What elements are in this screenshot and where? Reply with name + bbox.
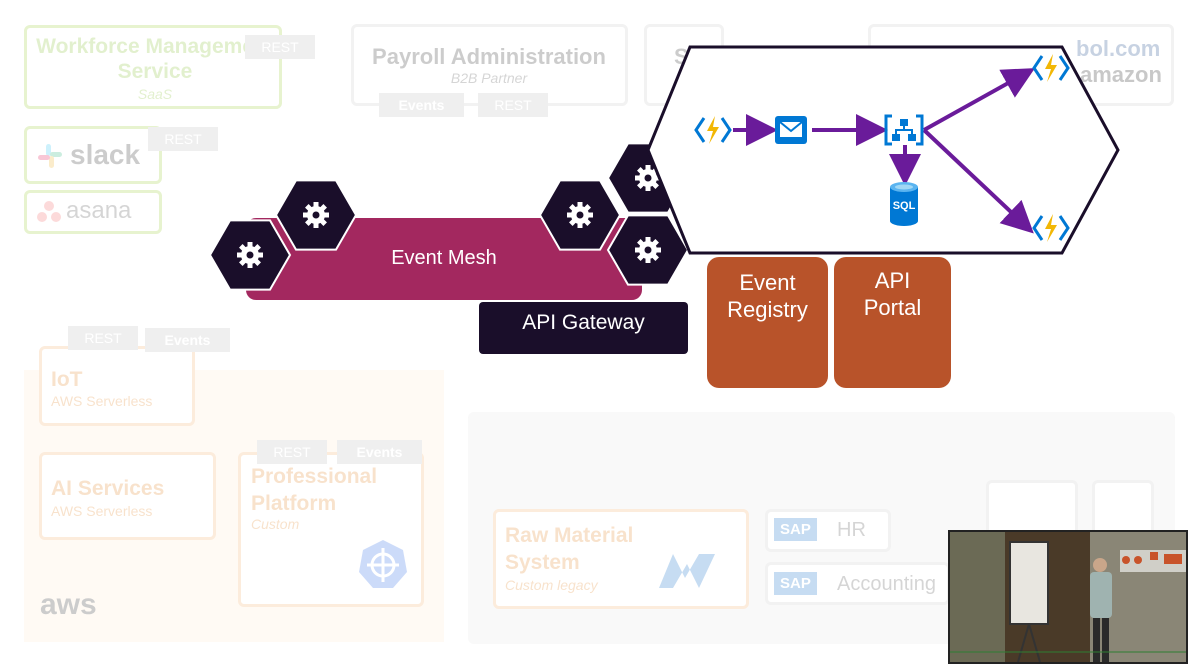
workforce-title: Workforce Management Service: [36, 35, 274, 83]
professional-title: Professional Platform: [251, 465, 378, 515]
professional-rest-tag: REST: [257, 440, 327, 464]
azure-function-icon-top: [1032, 54, 1070, 82]
flow-hex-container: [646, 45, 1120, 255]
asana-logo-icon: [37, 201, 61, 222]
iot-title: IoT: [51, 368, 83, 391]
workforce-subtitle: SaaS: [137, 86, 173, 102]
arrow-eventgrid-to-function-top: [923, 68, 1035, 132]
sap-hr-label: HR: [837, 519, 866, 541]
slack-logo-icon: [38, 144, 62, 168]
ai-title: AI Services: [51, 477, 165, 500]
payroll-title: Payroll Administration: [372, 44, 606, 69]
dotnet-icon: [659, 554, 715, 588]
kubernetes-icon: [359, 540, 407, 588]
payroll-subtitle: B2B Partner: [450, 70, 528, 86]
amazon-logo: amazon: [1080, 62, 1162, 87]
sql-label: SQL: [893, 200, 916, 212]
raw-material-title: Raw Material System: [505, 524, 634, 574]
raw-material-subtitle: Custom legacy: [505, 577, 598, 593]
sap-hr-logo: SAP: [774, 518, 817, 541]
speaker-video: [948, 530, 1188, 664]
aws-logo: aws: [40, 588, 97, 621]
aws-group-background: [24, 370, 444, 642]
iot-rest-tag: REST: [68, 326, 138, 350]
sap-hr-box: [765, 509, 891, 552]
payroll-events-tag: Events: [379, 93, 464, 117]
api-portal-label: API Portal: [863, 268, 922, 320]
slack-rest-tag: REST: [148, 127, 218, 151]
ai-box: [39, 452, 216, 540]
azure-queue-icon: [775, 116, 807, 144]
asana-box: [24, 190, 162, 234]
api-gateway-box[interactable]: API Gateway: [479, 302, 688, 354]
professional-events-tag: Events: [337, 440, 422, 464]
professional-subtitle: Custom: [251, 516, 300, 532]
professional-box: [238, 452, 424, 607]
mesh-node-1: [208, 219, 292, 291]
sap-accounting-label: Accounting: [837, 573, 936, 595]
mesh-node-3: [538, 179, 622, 251]
iot-subtitle: AWS Serverless: [51, 393, 153, 409]
slack-name: slack: [70, 139, 141, 170]
iot-box: [39, 346, 195, 426]
sap-accounting-box: [765, 562, 950, 605]
event-registry-box[interactable]: Event Registry: [707, 257, 828, 388]
payroll-box: [351, 24, 628, 106]
speaker-video-scene: [950, 532, 1186, 662]
payroll-rest-tag: REST: [478, 93, 548, 117]
workforce-box: [24, 25, 282, 109]
raw-material-box: [493, 509, 749, 609]
api-gateway-label: API Gateway: [522, 311, 645, 334]
azure-function-icon-source: [694, 116, 732, 144]
bol-logo: bol.com: [1076, 36, 1161, 61]
sap-accounting-logo: SAP: [774, 572, 817, 595]
event-registry-label: Event Registry: [727, 270, 808, 322]
mesh-node-2: [274, 179, 358, 251]
ai-subtitle: AWS Serverless: [51, 503, 153, 519]
iot-events-tag: Events: [145, 328, 230, 352]
sql-database-icon: [890, 182, 918, 226]
mesh-node-5: [606, 214, 690, 286]
asana-name: asana: [66, 197, 132, 224]
api-portal-box[interactable]: API Portal: [834, 257, 951, 388]
workforce-rest-tag: REST: [245, 35, 315, 59]
arrow-eventgrid-to-function-bottom: [922, 128, 1034, 234]
slack-box: [24, 126, 162, 184]
event-mesh-label: Event Mesh: [391, 247, 497, 269]
azure-eventgrid-icon: [884, 114, 924, 146]
azure-function-icon-bottom: [1032, 214, 1070, 242]
